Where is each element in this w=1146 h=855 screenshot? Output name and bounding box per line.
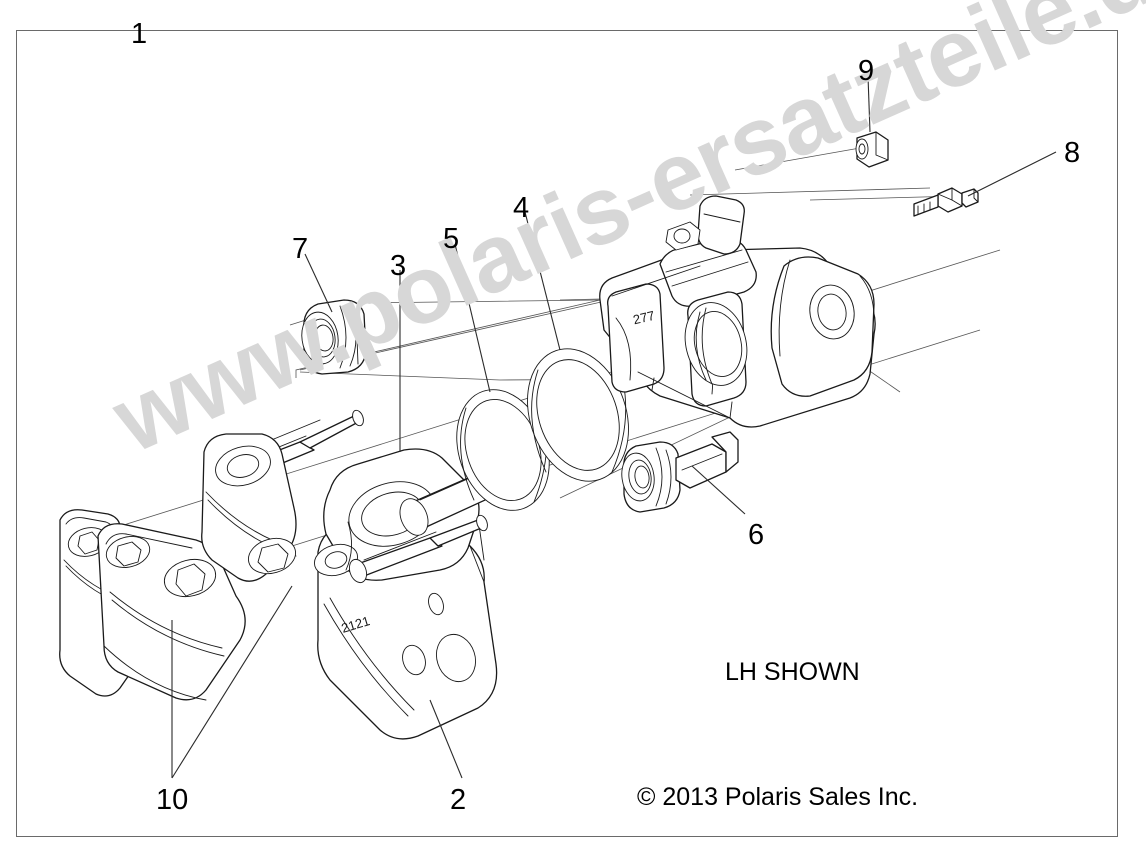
callout-3[interactable]: 3 xyxy=(390,250,407,282)
diagram-frame xyxy=(16,30,1118,837)
callout-7[interactable]: 7 xyxy=(292,233,309,265)
callout-6[interactable]: 6 xyxy=(748,519,765,551)
callout-1[interactable]: 1 xyxy=(131,18,148,50)
callout-10[interactable]: 10 xyxy=(156,784,189,816)
callout-8[interactable]: 8 xyxy=(1064,137,1081,169)
orientation-note: LH SHOWN xyxy=(725,658,860,686)
callout-4[interactable]: 4 xyxy=(513,192,530,224)
callout-2[interactable]: 2 xyxy=(450,784,467,816)
copyright-note: © 2013 Polaris Sales Inc. xyxy=(637,783,919,811)
callout-9[interactable]: 9 xyxy=(858,55,875,87)
callout-5[interactable]: 5 xyxy=(443,223,460,255)
